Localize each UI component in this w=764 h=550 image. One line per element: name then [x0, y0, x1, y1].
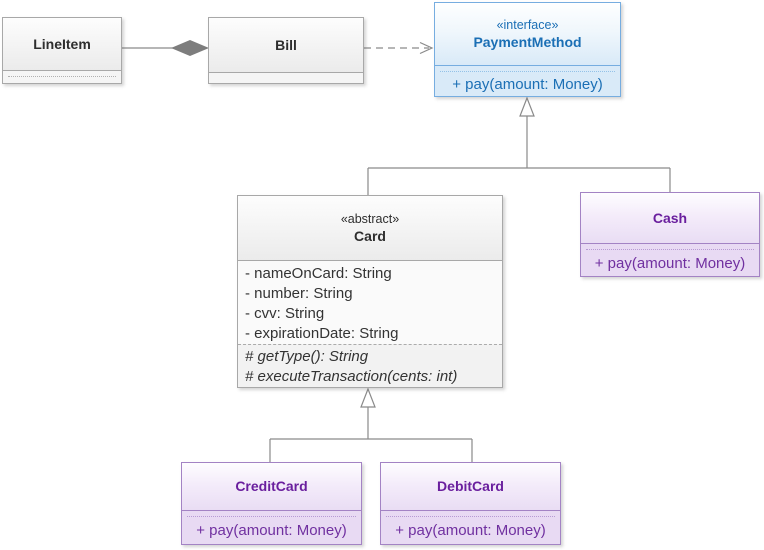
- abstract-stereotype: «abstract»: [340, 211, 400, 226]
- attribute-nameoncard: - nameOnCard: String: [245, 265, 392, 282]
- class-debitcard[interactable]: DebitCard + pay(amount: Money): [380, 462, 561, 545]
- operation-pay: + pay(amount: Money): [594, 254, 746, 272]
- operation-executetransaction: # executeTransaction(cents: int): [245, 368, 458, 385]
- class-card-operations: # getType(): String # executeTransaction…: [238, 344, 502, 387]
- compartment-dotted-separator: [8, 76, 116, 77]
- class-creditcard-title: CreditCard: [182, 463, 361, 510]
- generalization-lines-to-card: [269, 407, 473, 463]
- class-creditcard[interactable]: CreditCard + pay(amount: Money): [181, 462, 362, 545]
- class-debitcard-operations: + pay(amount: Money): [381, 510, 560, 544]
- operation-pay: + pay(amount: Money): [196, 522, 347, 539]
- operation-pay: + pay(amount: Money): [452, 75, 603, 93]
- generalization-triangle-card-icon: [360, 387, 376, 408]
- interface-paymentmethod-operations: + pay(amount: Money): [435, 65, 620, 96]
- compartment-dotted-separator: [386, 516, 555, 517]
- attribute-expirationdate: - expirationDate: String: [245, 325, 399, 342]
- class-creditcard-name: CreditCard: [235, 478, 308, 495]
- class-bill-title: Bill: [209, 18, 363, 72]
- class-card-name: Card: [354, 228, 386, 245]
- open-arrowhead-icon: [419, 41, 434, 55]
- attribute-number: - number: String: [245, 285, 353, 302]
- interface-paymentmethod[interactable]: «interface» PaymentMethod + pay(amount: …: [434, 2, 621, 97]
- class-debitcard-title: DebitCard: [381, 463, 560, 510]
- class-lineitem-empty-compartments: [3, 70, 121, 83]
- class-creditcard-operations: + pay(amount: Money): [182, 510, 361, 544]
- class-cash-title: Cash: [581, 193, 759, 243]
- class-card-title: «abstract» Card: [238, 196, 502, 260]
- class-cash-name: Cash: [652, 209, 688, 226]
- class-card[interactable]: «abstract» Card - nameOnCard: String - n…: [237, 195, 503, 388]
- operation-pay: + pay(amount: Money): [395, 522, 546, 539]
- generalization-lines-to-paymentmethod: [367, 116, 671, 196]
- class-lineitem-name: LineItem: [33, 35, 91, 52]
- class-bill-name: Bill: [275, 36, 297, 53]
- class-debitcard-name: DebitCard: [437, 478, 504, 495]
- class-card-attributes: - nameOnCard: String - number: String - …: [238, 260, 502, 344]
- class-cash-operations: + pay(amount: Money): [581, 243, 759, 276]
- operation-gettype: # getType(): String: [245, 348, 369, 365]
- class-lineitem[interactable]: LineItem: [2, 17, 122, 84]
- compartment-dotted-separator: [187, 516, 356, 517]
- interface-stereotype: «interface»: [496, 17, 559, 32]
- compartment-dotted-separator: [440, 71, 615, 72]
- class-lineitem-title: LineItem: [3, 18, 121, 70]
- class-bill-empty-compartments: [209, 72, 363, 83]
- class-bill[interactable]: Bill: [208, 17, 364, 84]
- attribute-cvv: - cvv: String: [245, 305, 325, 322]
- generalization-triangle-paymentmethod-icon: [519, 96, 535, 117]
- interface-paymentmethod-title: «interface» PaymentMethod: [435, 3, 620, 65]
- compartment-dotted-separator: [586, 249, 754, 250]
- aggregation-diamond-icon: [171, 40, 209, 56]
- interface-paymentmethod-name: PaymentMethod: [473, 34, 582, 51]
- class-cash[interactable]: Cash + pay(amount: Money): [580, 192, 760, 277]
